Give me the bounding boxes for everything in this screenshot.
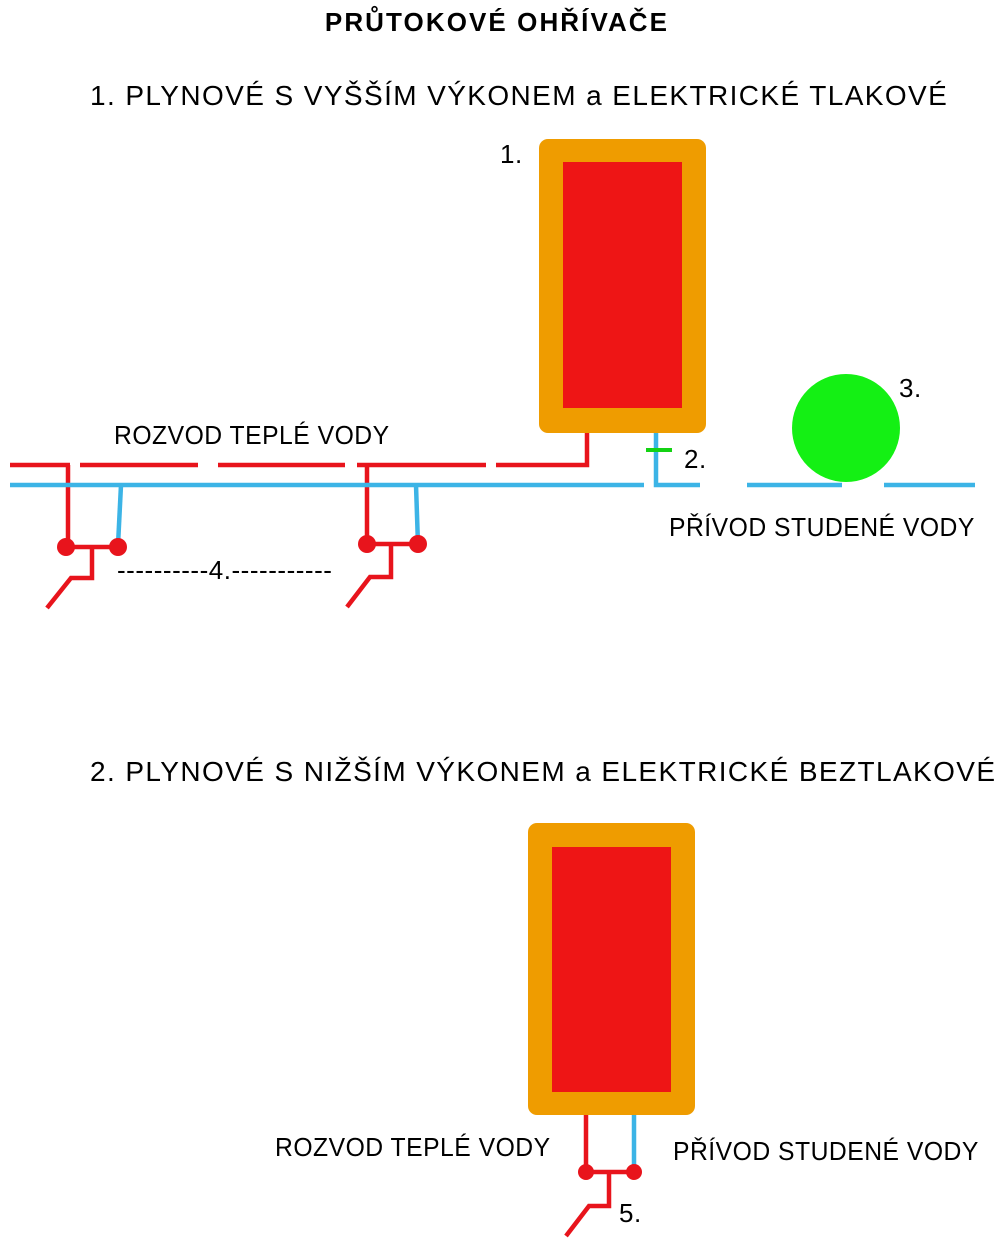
heater-1 [539,139,706,433]
hot-water-distribution-label-2: ROZVOD TEPLÉ VODY [275,1132,551,1162]
hot-pipe-segment [496,433,590,468]
tap-knob [57,538,75,556]
heater-1-marker: 1. [500,139,523,169]
mixing-tap-1 [45,538,127,610]
heater-2 [528,823,695,1115]
cold-water-supply-label-1: PŘÍVOD STUDENÉ VODY [669,512,975,542]
cold-water-supply-label-2: PŘÍVOD STUDENÉ VODY [673,1136,979,1166]
heater-2-core [552,847,671,1092]
water-meter-marker: 3. [899,373,922,403]
water-meter [792,374,900,482]
mixing-tap-3 [564,1164,642,1238]
cold-water-pipe-1 [10,433,975,546]
section-1-heading: 1. PLYNOVÉ S VYŠŠÍM VÝKONEM a ELEKTRICKÉ… [90,80,949,111]
page-title: PRŮTOKOVÉ OHŘÍVAČE [324,7,670,37]
cold-branch [413,484,421,546]
section-2-heading: 2. PLYNOVÉ S NIŽŠÍM VÝKONEM a ELEKTRICKÉ… [90,756,994,787]
hot-water-distribution-label-1: ROZVOD TEPLÉ VODY [114,420,390,450]
pipes-2 [583,1115,637,1172]
tap-knob [409,535,427,553]
tap-knob [578,1164,594,1180]
valve-marker: 2. [684,444,707,474]
hot-water-pipe-1 [10,433,590,545]
mixing-tap-2 [345,535,427,609]
cold-branch [115,484,124,546]
tap-knob [626,1164,642,1180]
tap-spout [564,1172,612,1238]
heater-1-core [563,162,682,408]
tap-knob [109,538,127,556]
tap-knob [358,535,376,553]
tap-marker: 5. [619,1198,642,1228]
tap-spout [45,547,95,610]
taps-marker: ----------4.----------- [117,555,333,585]
tap-spout [345,544,394,609]
